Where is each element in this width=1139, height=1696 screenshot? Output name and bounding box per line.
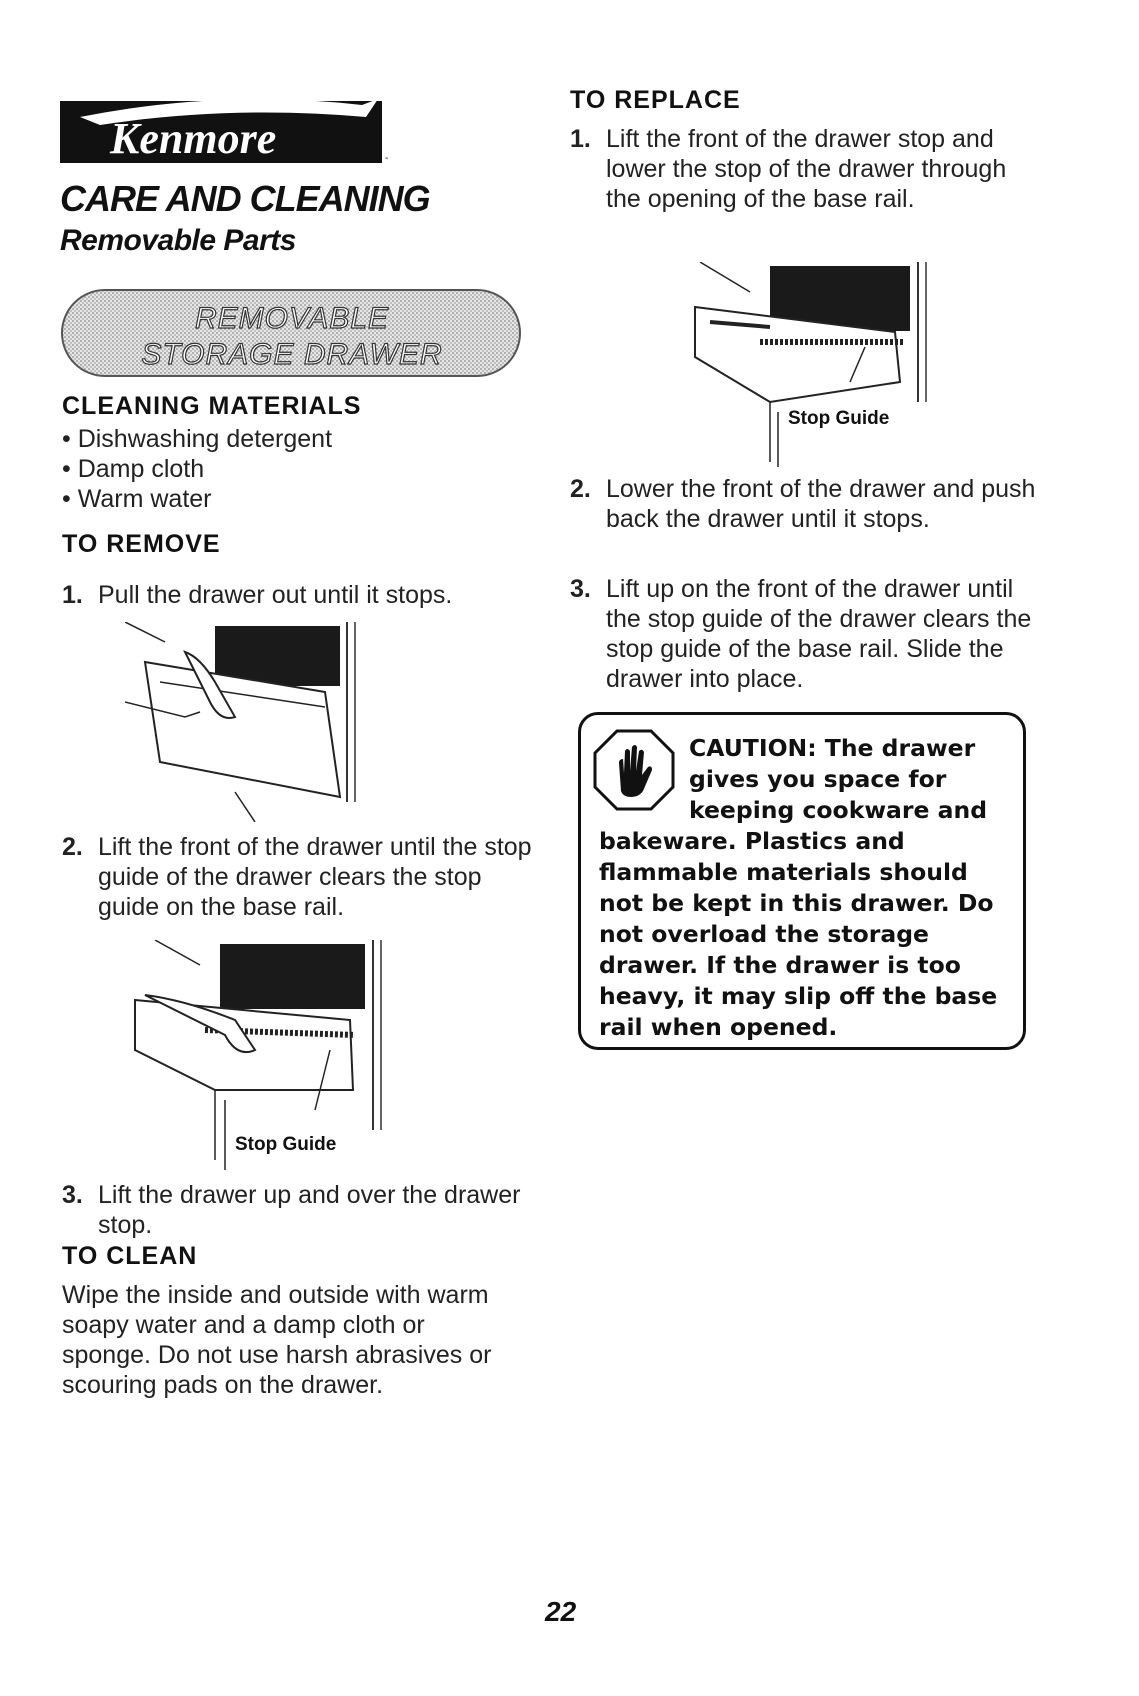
- hand-stop-icon: [593, 729, 675, 811]
- to-clean-text: Wipe the inside and outside with warm so…: [62, 1281, 492, 1399]
- to-replace-heading: TO REPLACE: [570, 86, 741, 114]
- remove-step-3: 3. Lift the drawer up and over the drawe…: [62, 1180, 532, 1240]
- remove-step-1: 1. Pull the drawer out until it stops.: [62, 580, 532, 610]
- drawer-pull-out-illustration: [125, 622, 356, 822]
- step-text: Lift up on the front of the drawer until…: [606, 575, 1032, 693]
- step-number: 2.: [62, 833, 83, 861]
- kenmore-logo: Kenmore -: [60, 99, 388, 164]
- stop-guide-label: Stop Guide: [788, 408, 889, 429]
- step-text: Lift the front of the drawer stop and lo…: [606, 125, 1007, 213]
- step-number: 1.: [62, 581, 83, 609]
- remove-step-2: 2. Lift the front of the drawer until th…: [62, 832, 532, 922]
- list-item: • Dishwashing detergent: [62, 425, 333, 453]
- list-item: • Damp cloth: [62, 455, 205, 483]
- page-title: CARE AND CLEANING: [60, 178, 431, 219]
- page-subtitle: Removable Parts: [60, 224, 296, 257]
- replace-step-2: 2. Lower the front of the drawer and pus…: [570, 474, 1040, 534]
- caution-text: CAUTION: The drawer gives you space for …: [599, 734, 998, 1041]
- replace-step-1: 1. Lift the front of the drawer stop and…: [570, 124, 1040, 214]
- kenmore-logo-text: Kenmore: [109, 114, 276, 163]
- svg-text:-: -: [385, 153, 388, 164]
- to-remove-heading: TO REMOVE: [62, 530, 221, 558]
- page-number: 22: [545, 1596, 577, 1627]
- step-number: 1.: [570, 125, 591, 153]
- step-number: 3.: [62, 1181, 83, 1209]
- banner-line1: REMOVABLE: [195, 302, 389, 335]
- replace-step-3: 3. Lift up on the front of the drawer un…: [570, 574, 1040, 694]
- stop-guide-label: Stop Guide: [235, 1134, 336, 1155]
- step-text: Lift the drawer up and over the drawer s…: [98, 1181, 521, 1239]
- drawer-lift-illustration: Stop Guide: [134, 940, 382, 1170]
- step-number: 3.: [570, 575, 591, 603]
- section-banner: REMOVABLE STORAGE DRAWER: [61, 289, 521, 377]
- step-text: Lift the front of the drawer until the s…: [98, 833, 532, 921]
- step-text: Lower the front of the drawer and push b…: [606, 475, 1036, 533]
- step-text: Pull the drawer out until it stops.: [98, 581, 453, 609]
- banner-line2: STORAGE DRAWER: [141, 338, 442, 371]
- cleaning-materials-list: • Dishwashing detergent • Damp cloth • W…: [62, 424, 332, 514]
- caution-box: CAUTION: The drawer gives you space for …: [578, 712, 1026, 1050]
- list-item: • Warm water: [62, 485, 212, 513]
- drawer-replace-illustration: Stop Guide: [694, 262, 927, 467]
- step-number: 2.: [570, 475, 591, 503]
- cleaning-materials-heading: CLEANING MATERIALS: [62, 392, 362, 420]
- to-clean-heading: TO CLEAN: [62, 1242, 198, 1270]
